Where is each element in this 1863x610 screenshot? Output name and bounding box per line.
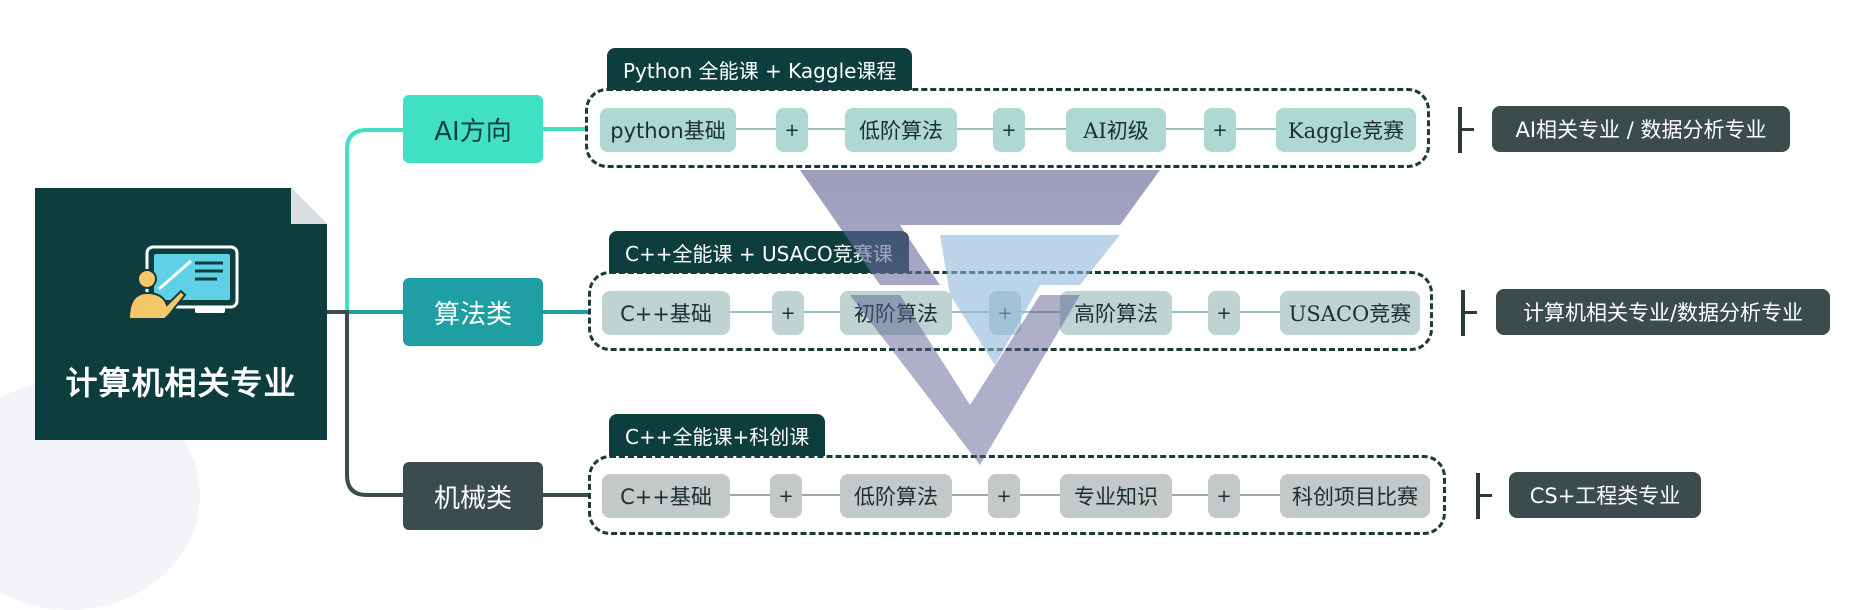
steps-box-mech (588, 455, 1446, 535)
step-mech-2: 低阶算法 (840, 474, 952, 518)
step-mech-4: 科创项目比赛 (1280, 474, 1430, 518)
branch-algo: 算法类 (403, 278, 543, 346)
step-algo-2: 初阶算法 (840, 291, 952, 335)
branch-mech: 机械类 (403, 462, 543, 530)
bracket-tick-algo (1461, 311, 1477, 314)
watermark-shape-top (800, 170, 1160, 285)
connector-root-ai (327, 128, 403, 314)
joiner-mech-3: + (1208, 474, 1240, 518)
step-mech-1: C++基础 (602, 474, 730, 518)
course-title-mech: C++全能课+科创课 (609, 414, 826, 456)
root-title: 计算机相关专业 (65, 364, 297, 402)
watermark-shape-mid (940, 235, 1120, 365)
step-ai-4: Kaggle竞赛 (1276, 108, 1416, 152)
major-mech: CS+工程类专业 (1509, 472, 1701, 518)
step-ai-1: python基础 (600, 108, 736, 152)
steps-box-ai (585, 88, 1430, 168)
root-card: 计算机相关专业 (35, 188, 327, 440)
bracket-tick-mech (1476, 494, 1492, 497)
teacher-blackboard-icon (127, 245, 239, 320)
joiner-algo-3: + (1208, 291, 1240, 335)
joiner-ai-3: + (1204, 108, 1236, 152)
step-ai-3: AI初级 (1066, 108, 1166, 152)
major-algo: 计算机相关专业/数据分析专业 (1496, 289, 1830, 335)
step-ai-2: 低阶算法 (845, 108, 957, 152)
step-mech-3: 专业知识 (1060, 474, 1172, 518)
joiner-ai-1: + (776, 108, 808, 152)
step-algo-4: USACO竞赛 (1280, 291, 1420, 335)
joiner-mech-2: + (988, 474, 1020, 518)
watermark-shape-bottom (850, 295, 1080, 465)
watermark-logo (800, 170, 1160, 465)
connector-root-mech (327, 310, 403, 497)
branch-ai: AI方向 (403, 95, 543, 163)
joiner-ai-2: + (993, 108, 1025, 152)
major-ai: AI相关专业 / 数据分析专业 (1492, 106, 1790, 152)
step-algo-3: 高阶算法 (1060, 291, 1172, 335)
bracket-tick-ai (1458, 128, 1474, 131)
joiner-algo-1: + (772, 291, 804, 335)
course-title-ai: Python 全能课 + Kaggle课程 (607, 48, 913, 90)
joiner-mech-1: + (770, 474, 802, 518)
step-algo-1: C++基础 (602, 291, 730, 335)
